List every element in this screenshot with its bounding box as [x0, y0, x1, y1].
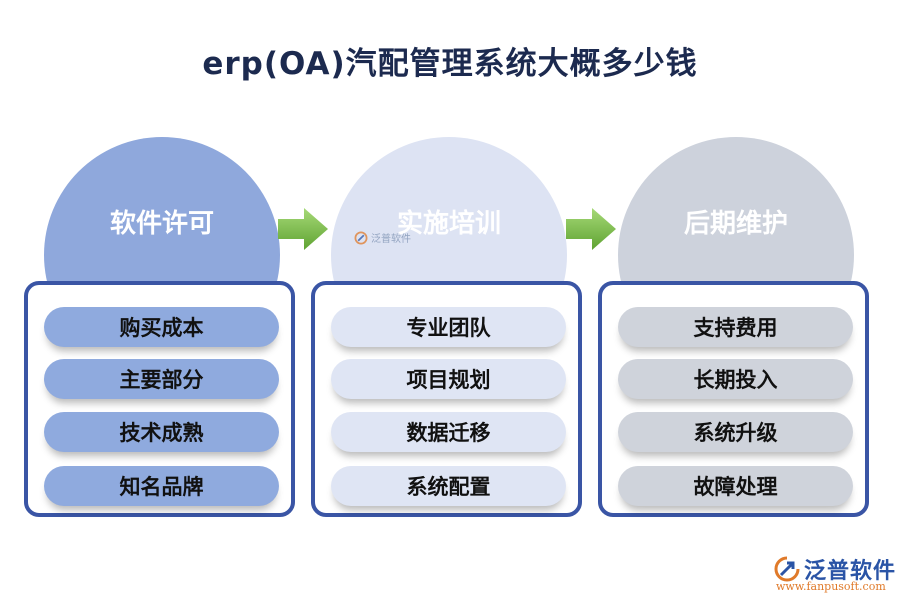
- stage-item: 故障处理: [618, 466, 853, 506]
- arrow-right-icon: [278, 208, 328, 250]
- stage-implementation-training: 实施培训 专业团队 项目规划 数据迁移 系统配置: [311, 0, 591, 600]
- arrow-right-icon: [566, 208, 616, 250]
- fanpu-logo-icon: [774, 556, 800, 582]
- stage-items-box: 支持费用 长期投入 系统升级 故障处理: [598, 281, 869, 517]
- stage-items-box: 专业团队 项目规划 数据迁移 系统配置: [311, 281, 582, 517]
- stage-post-maintenance: 后期维护 支持费用 长期投入 系统升级 故障处理: [598, 0, 878, 600]
- stage-item: 系统配置: [331, 466, 566, 506]
- stage-item: 系统升级: [618, 412, 853, 452]
- page-title: erp(OA)汽配管理系统大概多少钱: [202, 46, 698, 82]
- brand-name: 泛普软件: [804, 559, 897, 584]
- stage-label: 实施培训: [396, 209, 501, 239]
- stage-item: 知名品牌: [44, 466, 279, 506]
- watermark-text: 泛普软件: [371, 234, 411, 245]
- stage-label: 后期维护: [683, 209, 788, 239]
- brand-url: www.fanpusoft.com: [776, 580, 886, 593]
- fanpu-logo-icon: [354, 231, 368, 244]
- stage-item: 支持费用: [618, 307, 853, 347]
- stage-item: 技术成熟: [44, 412, 279, 452]
- stage-item: 数据迁移: [331, 412, 566, 452]
- stage-item: 长期投入: [618, 359, 853, 399]
- watermark: 泛普软件: [354, 230, 411, 245]
- stage-item: 专业团队: [331, 307, 566, 347]
- stage-item: 项目规划: [331, 359, 566, 399]
- stage-items-box: 购买成本 主要部分 技术成熟 知名品牌: [24, 281, 295, 517]
- stage-software-license: 软件许可 购买成本 主要部分 技术成熟 知名品牌: [24, 0, 304, 600]
- stage-item: 购买成本: [44, 307, 279, 347]
- stage-label: 软件许可: [109, 209, 214, 239]
- brand-logo: 泛普软件: [774, 553, 896, 585]
- stage-item: 主要部分: [44, 359, 279, 399]
